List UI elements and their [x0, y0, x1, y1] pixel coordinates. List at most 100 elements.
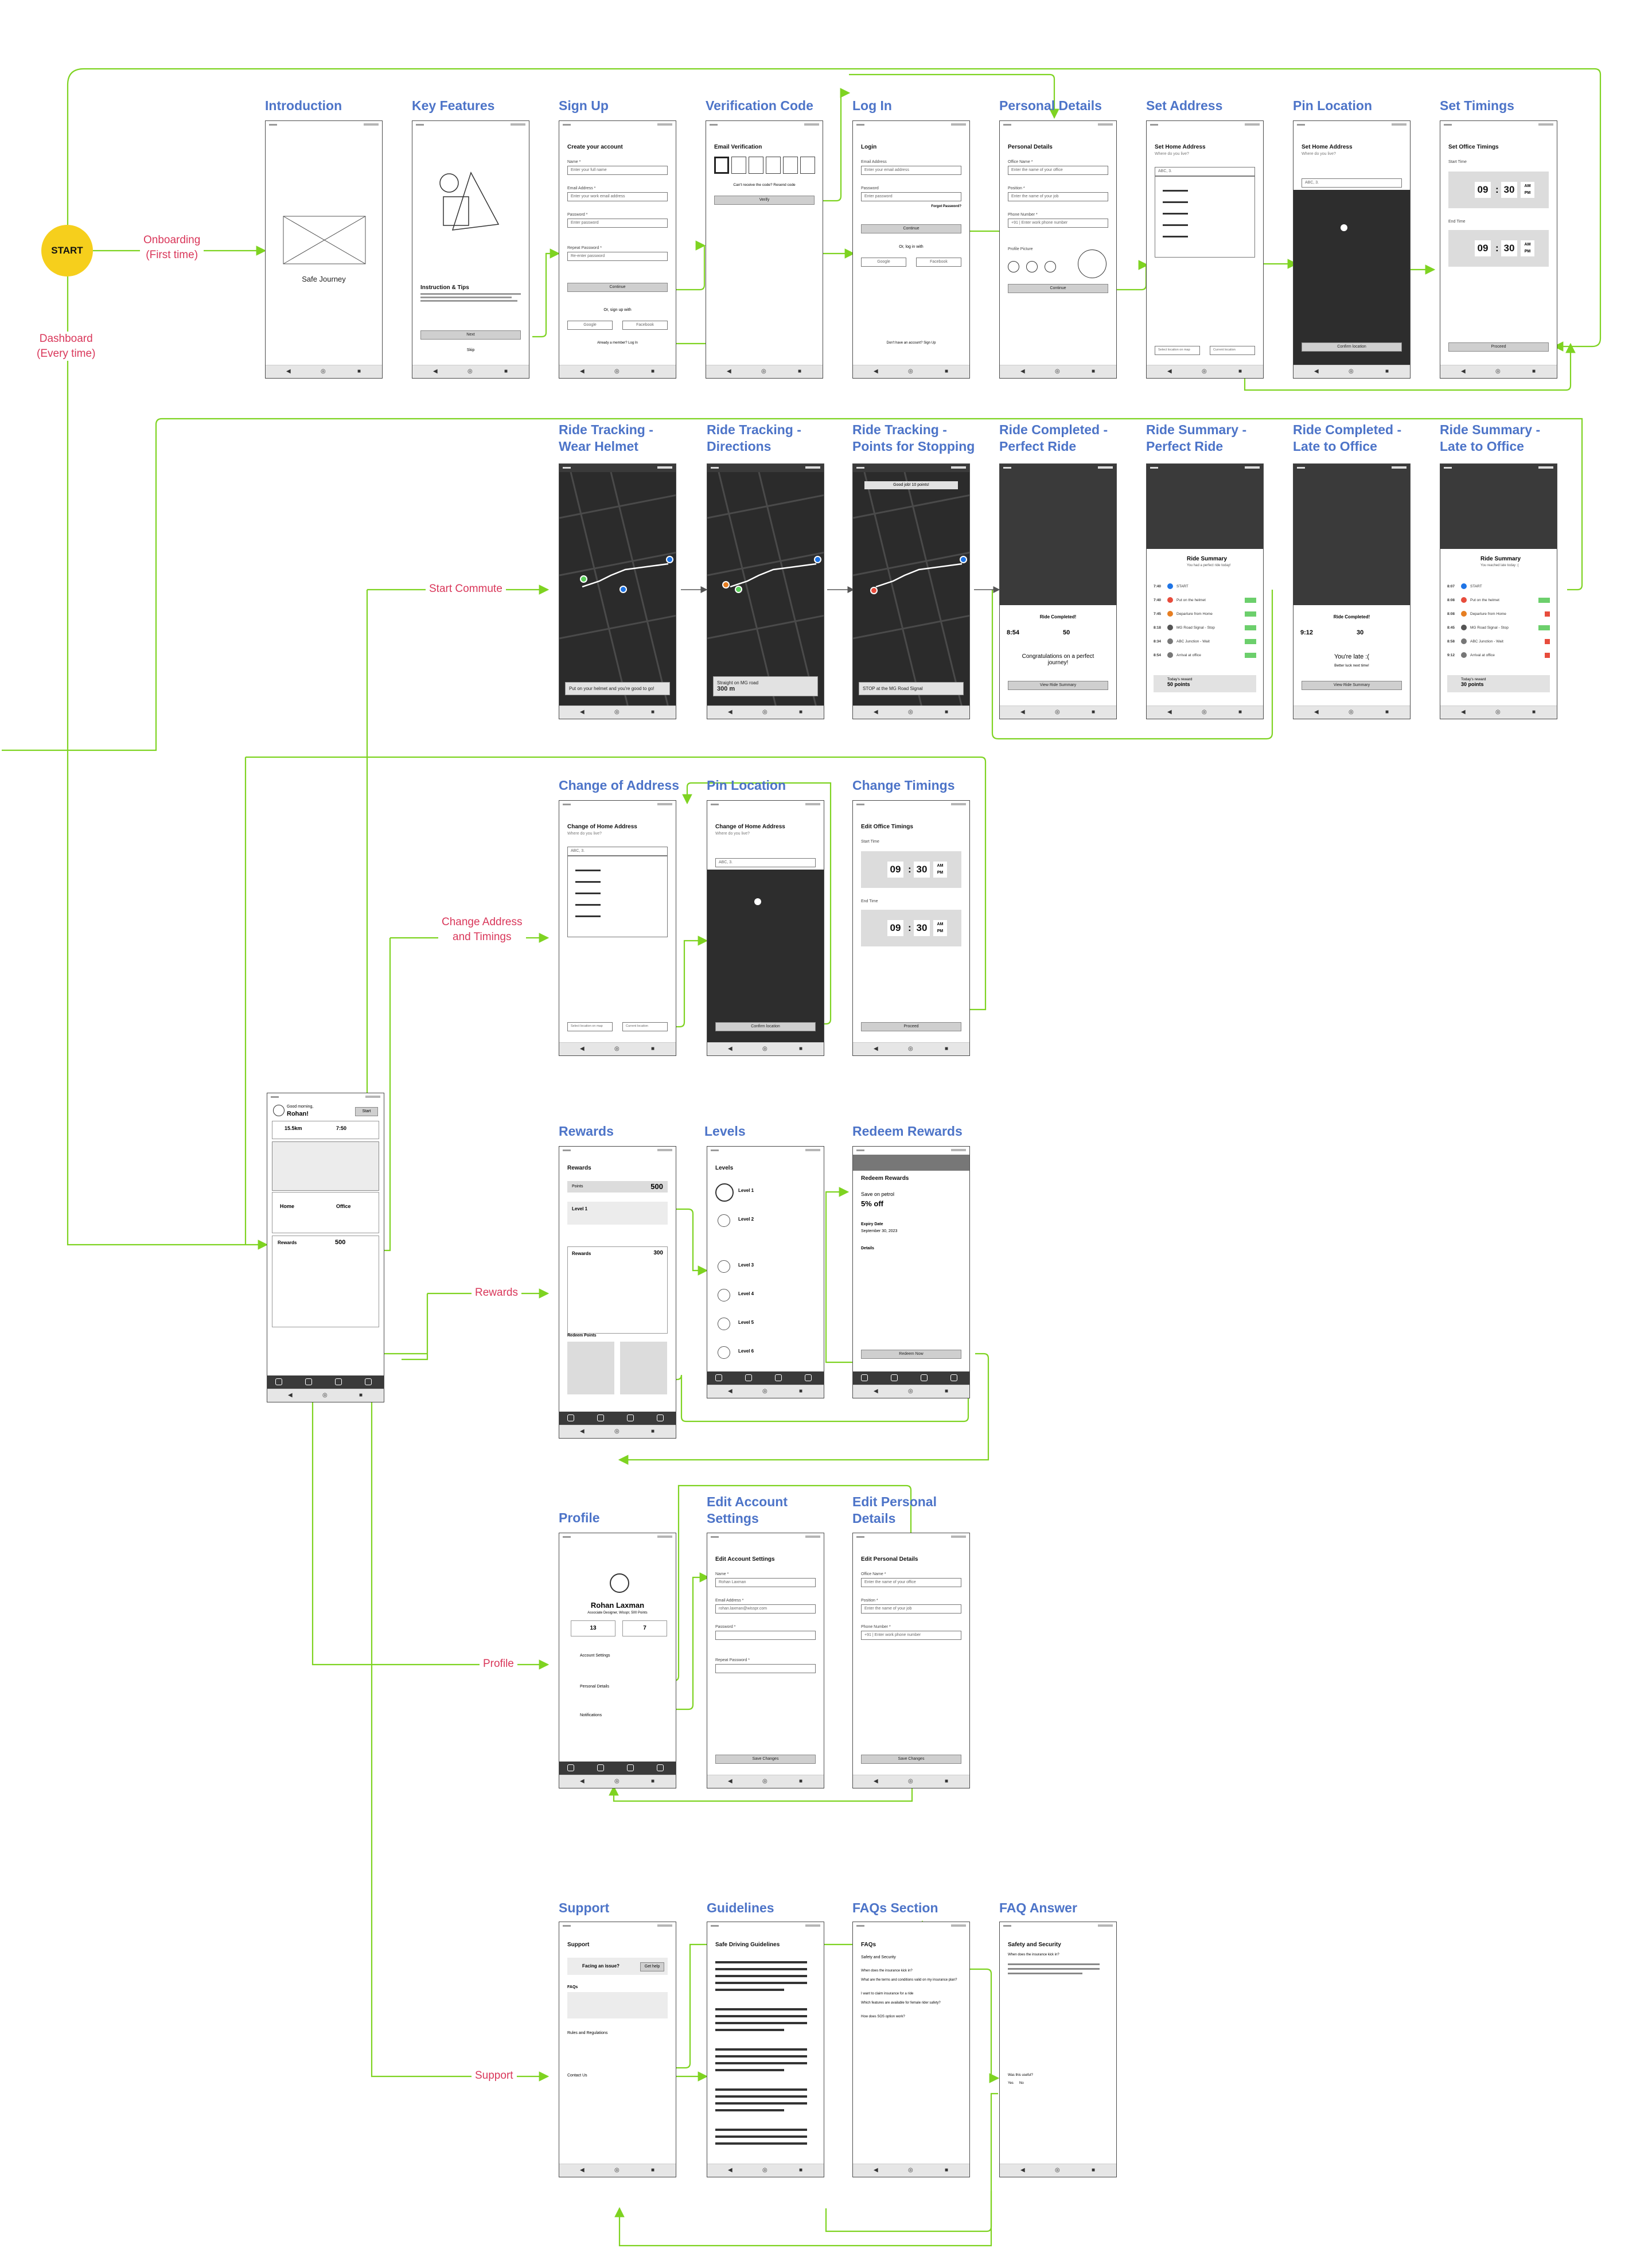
- name-field[interactable]: Enter your full name: [567, 166, 668, 175]
- rc-late-time: 9:12: [1300, 629, 1314, 636]
- screen-pin-location-2: Change of Home Address Where do you live…: [707, 800, 824, 1056]
- support-title: Support: [567, 1942, 590, 1948]
- editacc-name-field[interactable]: Rohan Laxman: [715, 1578, 816, 1587]
- continue-button[interactable]: Continue: [567, 283, 668, 292]
- route-map[interactable]: [272, 1141, 379, 1191]
- login-password-field[interactable]: Enter password: [861, 192, 961, 201]
- upload-picture-icon[interactable]: [1078, 250, 1106, 278]
- faq-question-5[interactable]: How does SOS option work?: [861, 2015, 905, 2018]
- or-signup: Or, sign up with: [603, 308, 632, 312]
- map-view[interactable]: [559, 472, 676, 707]
- login-link[interactable]: Already a member? Log In: [597, 341, 638, 345]
- coupon-card[interactable]: [620, 1342, 667, 1394]
- faq-question-2[interactable]: What are the terms and conditions valid …: [861, 1978, 957, 1982]
- current-level[interactable]: Level 1: [572, 1206, 588, 1211]
- editacc-repeat-field[interactable]: [715, 1664, 816, 1673]
- faq-question-4[interactable]: Which features are available for female …: [861, 2001, 941, 2005]
- proceed-button[interactable]: Proceed: [1448, 342, 1549, 352]
- next-button[interactable]: Next: [420, 330, 521, 340]
- pin-address-input[interactable]: ABC, 3.: [1302, 178, 1402, 188]
- editacc-save-button[interactable]: Save Changes: [715, 1755, 816, 1764]
- start-time-label: Start Time: [1448, 160, 1467, 164]
- phone-field[interactable]: +91 | Enter work phone number: [1008, 219, 1108, 228]
- facebook-button[interactable]: Facebook: [622, 321, 668, 330]
- personal-continue-button[interactable]: Continue: [1008, 284, 1108, 293]
- avatar-option-icon[interactable]: [1008, 261, 1019, 272]
- repeat-password-field[interactable]: Re-enter password: [567, 252, 668, 261]
- verify-button[interactable]: Verify: [714, 196, 815, 205]
- email-field[interactable]: Enter your work email address: [567, 192, 668, 201]
- google-button[interactable]: Google: [567, 321, 613, 330]
- helpful-no[interactable]: No: [1019, 2082, 1024, 2085]
- map-pin-icon[interactable]: [1341, 224, 1347, 231]
- editacc-email-field[interactable]: rohan.laxman@wisspr.com: [715, 1604, 816, 1614]
- level-6[interactable]: Level 6: [738, 1349, 754, 1354]
- editpers-save-button[interactable]: Save Changes: [861, 1755, 961, 1764]
- editpers-phone-label: Phone Number *: [861, 1625, 891, 1629]
- forgot-link[interactable]: Forgot Password?: [931, 205, 961, 208]
- title-edit-account: Edit Account Settings: [707, 1494, 788, 1526]
- screen-log-in: Login Email Address Enter your email add…: [852, 120, 970, 379]
- title-levels: Levels: [704, 1124, 746, 1139]
- avatar[interactable]: [273, 1105, 285, 1116]
- level-1[interactable]: Level 1: [738, 1188, 754, 1193]
- chpin-input[interactable]: ABC, 3.: [715, 858, 816, 867]
- avatar-option-icon[interactable]: [1026, 261, 1038, 272]
- faq-categories[interactable]: [567, 1992, 668, 2018]
- redeem-now-button[interactable]: Redeem Now: [861, 1350, 961, 1359]
- avatar-option-icon[interactable]: [1045, 261, 1056, 272]
- level-4[interactable]: Level 4: [738, 1291, 754, 1296]
- map-view[interactable]: [707, 472, 824, 707]
- level-3[interactable]: Level 3: [738, 1262, 754, 1268]
- coupon-card[interactable]: [567, 1342, 614, 1394]
- chpin-confirm-button[interactable]: Confirm location: [715, 1022, 816, 1031]
- view-summary-late-button[interactable]: View Ride Summary: [1302, 681, 1402, 690]
- chaddr-select-map[interactable]: Select location on map: [567, 1022, 613, 1031]
- notifications-item[interactable]: Notifications: [580, 1713, 602, 1717]
- login-continue-button[interactable]: Continue: [861, 224, 961, 233]
- chtime-proceed-button[interactable]: Proceed: [861, 1022, 961, 1031]
- editpers-position-field[interactable]: Enter the name of your job: [861, 1604, 961, 1614]
- map-pin-icon[interactable]: [754, 898, 761, 905]
- faq-question-1[interactable]: When does the insurance kick in?: [861, 1969, 913, 1973]
- level-5[interactable]: Level 5: [738, 1320, 754, 1325]
- avatar[interactable]: [610, 1573, 629, 1593]
- editpers-office-field[interactable]: Enter the name of your office: [861, 1578, 961, 1587]
- title-verification: Verification Code: [706, 98, 813, 113]
- view-summary-button[interactable]: View Ride Summary: [1008, 681, 1108, 690]
- position-field[interactable]: Enter the name of your job: [1008, 192, 1108, 201]
- login-email-field[interactable]: Enter your email address: [861, 166, 961, 175]
- redeem-title: Redeem Rewards: [861, 1175, 909, 1182]
- login-google-button[interactable]: Google: [861, 258, 906, 267]
- from-location: Home: [280, 1203, 295, 1209]
- editacc-title: Edit Account Settings: [715, 1556, 775, 1562]
- chtime-title: Edit Office Timings: [861, 824, 913, 830]
- faq-question-3[interactable]: I want to claim insurance for a ride: [861, 1992, 914, 1996]
- chaddr-current-location[interactable]: Current location: [622, 1022, 668, 1031]
- current-location-button[interactable]: Current location: [1210, 346, 1255, 355]
- login-facebook-button[interactable]: Facebook: [916, 258, 961, 267]
- password-field[interactable]: Enter password: [567, 219, 668, 228]
- editpers-phone-field[interactable]: +91 | Enter work phone number: [861, 1631, 961, 1640]
- get-help-button[interactable]: Get help: [640, 1962, 664, 1971]
- select-map-button[interactable]: Select location on map: [1155, 346, 1200, 355]
- title-support: Support: [559, 1900, 610, 1915]
- editacc-password-field[interactable]: [715, 1631, 816, 1640]
- address-input[interactable]: ABC, 3.: [1155, 167, 1255, 176]
- chaddr-input[interactable]: ABC, 3.: [567, 847, 668, 856]
- helpful-yes[interactable]: Yes: [1008, 2082, 1014, 2085]
- level-2[interactable]: Level 2: [738, 1217, 754, 1222]
- start-button[interactable]: Start: [355, 1107, 378, 1116]
- personal-details-item[interactable]: Personal Details: [580, 1685, 609, 1689]
- resend-link[interactable]: Can't receive the code? Resend code: [733, 183, 796, 187]
- office-field[interactable]: Enter the name of your office: [1008, 166, 1108, 175]
- skip-link[interactable]: Skip: [466, 348, 475, 352]
- confirm-location-button[interactable]: Confirm location: [1302, 342, 1402, 352]
- screen-redeem: Redeem Rewards Save on petrol 5% off Exp…: [852, 1146, 970, 1398]
- signup-link[interactable]: Don't have an account? Sign Up: [886, 341, 936, 345]
- account-settings-item[interactable]: Account Settings: [580, 1654, 610, 1658]
